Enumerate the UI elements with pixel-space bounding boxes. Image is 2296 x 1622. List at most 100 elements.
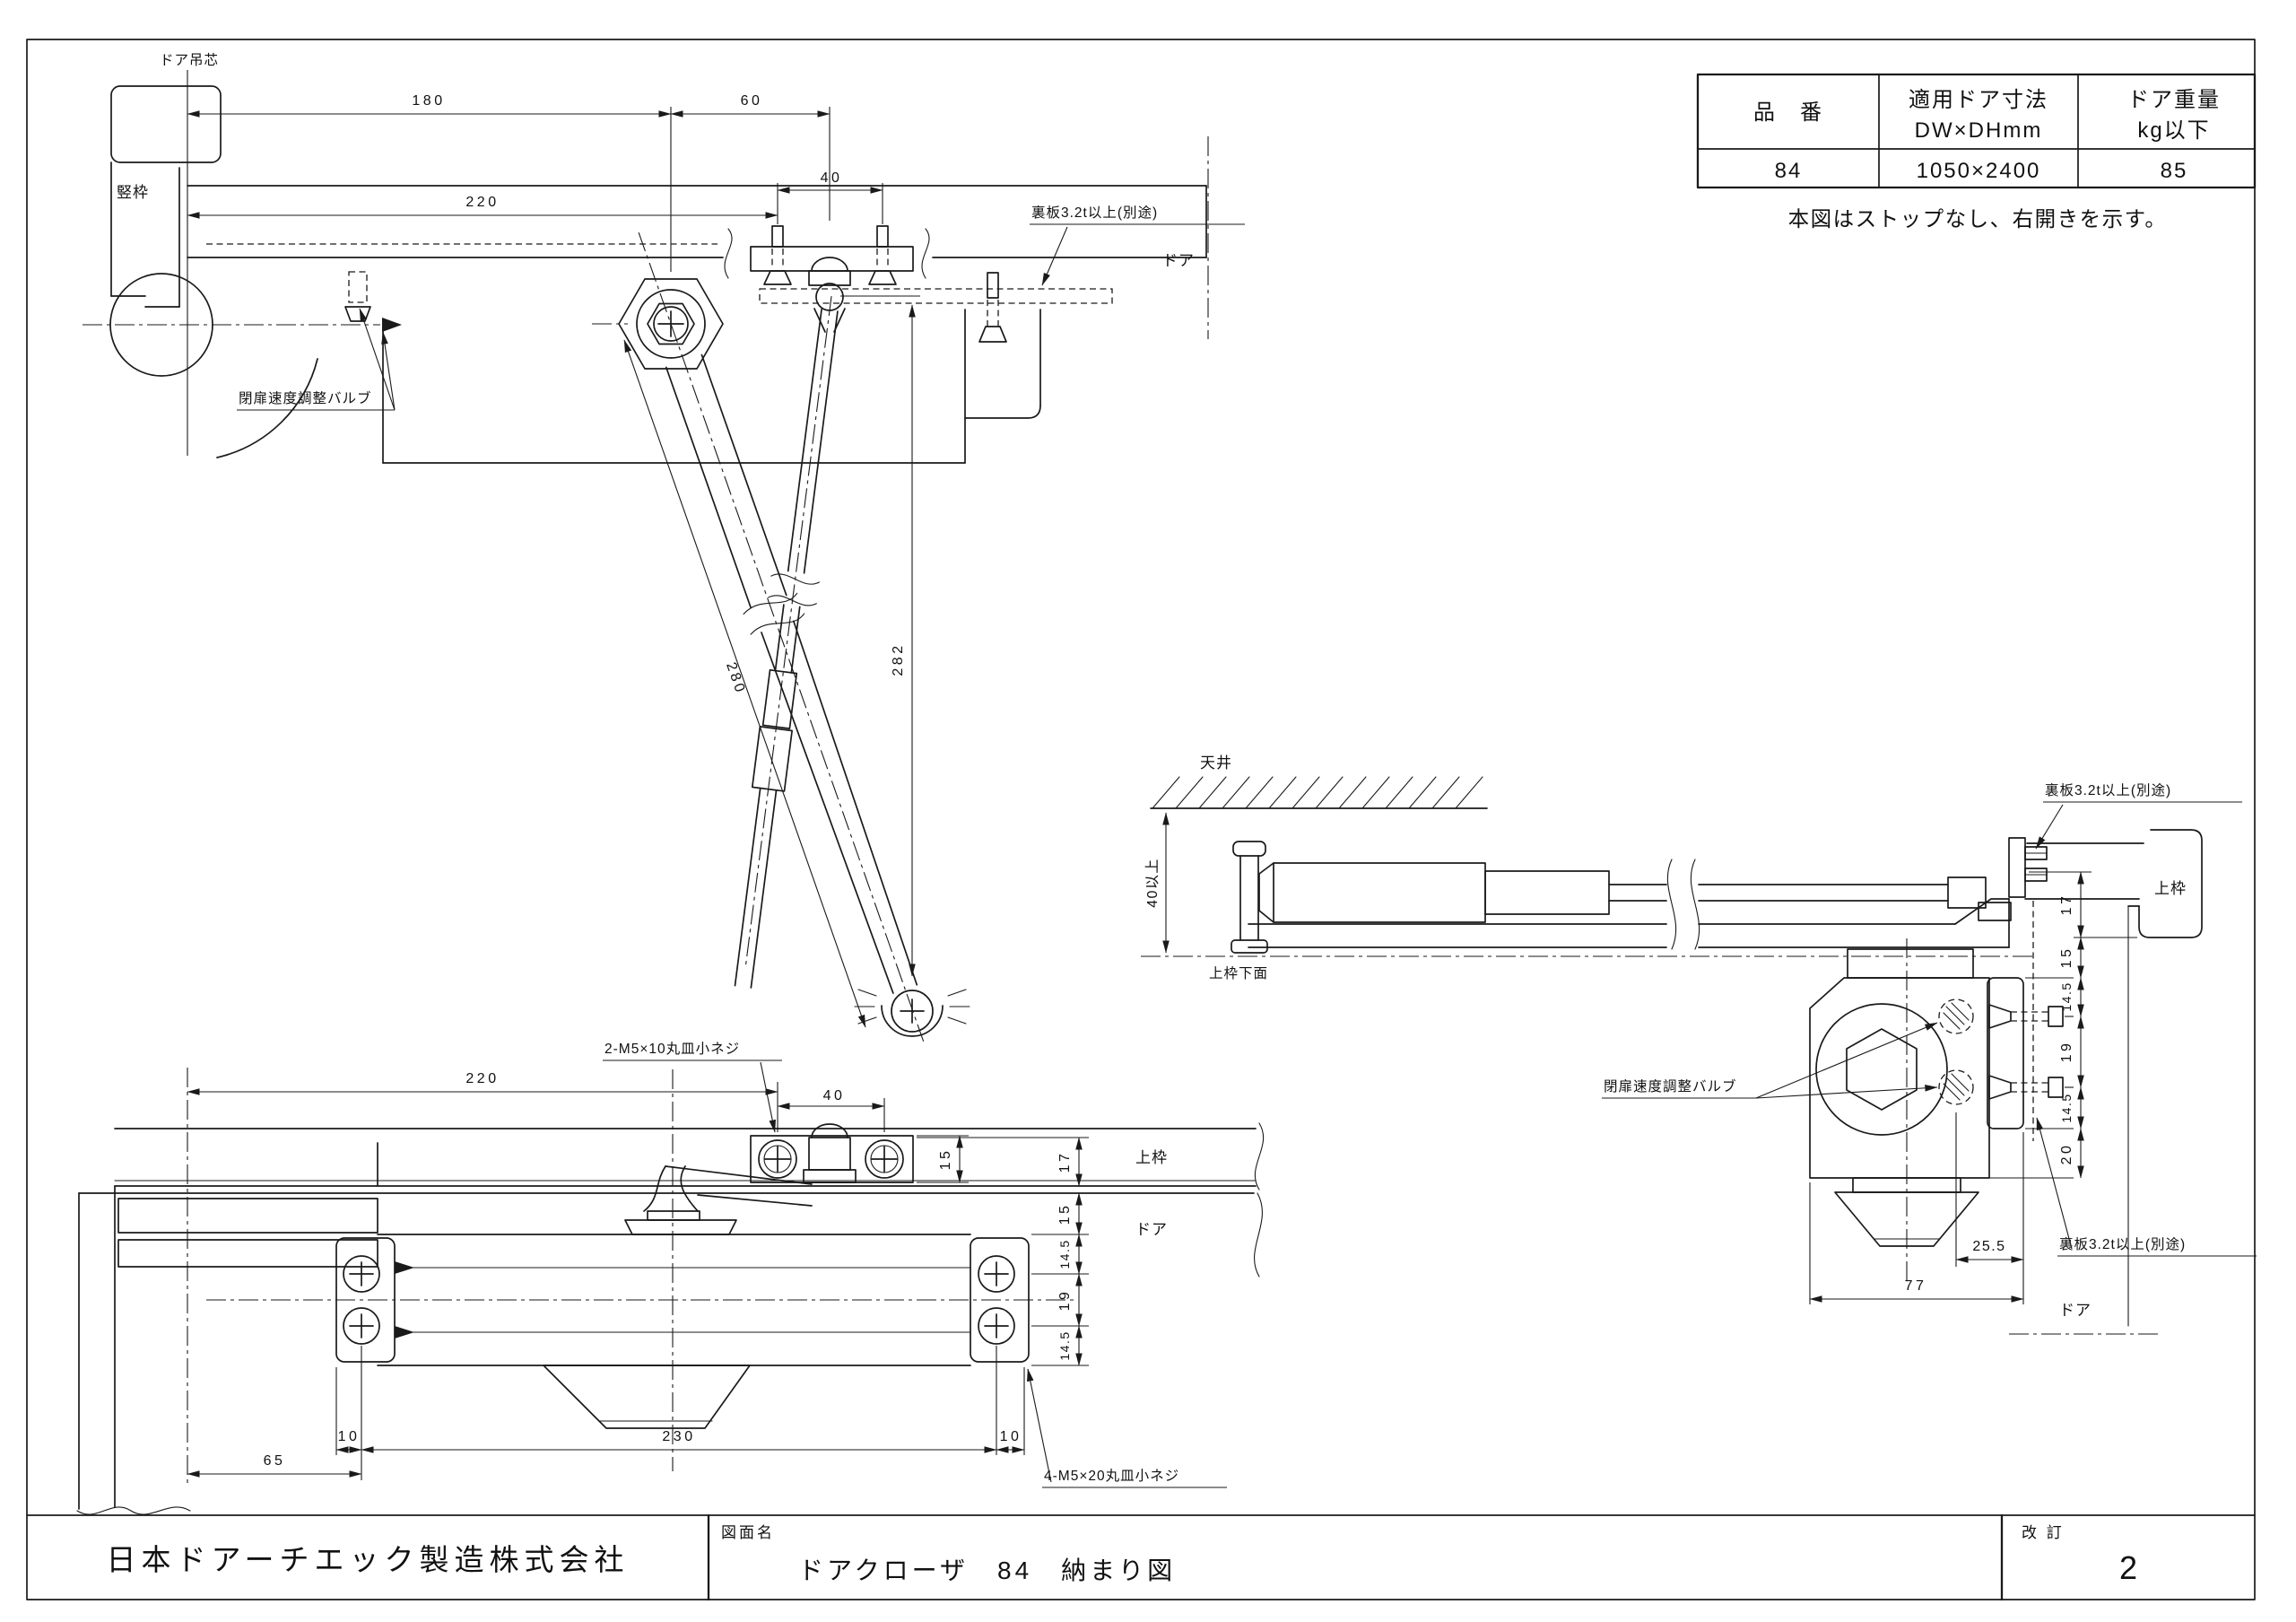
arm-side [1248, 898, 2012, 948]
dim-230: 230 [662, 1429, 695, 1444]
dim-14-5-a-side: 14.5 [2059, 981, 2074, 1011]
dim-10-left: 10 [338, 1429, 361, 1444]
dim-19-side: 19 [2059, 1041, 2074, 1063]
bracket-screw-right [868, 225, 897, 285]
dim-40: 40 [821, 170, 843, 186]
dim-280: 280 [723, 660, 748, 697]
hinge-center-label: ドア吊芯 [160, 52, 219, 68]
bracket-15-dim: 15 [917, 1135, 969, 1183]
wall-bracket-side [2008, 837, 2144, 898]
dim-14-5-b-front: 14.5 [1057, 1330, 1072, 1360]
top-frame-label-front: 上枠 [1135, 1149, 1168, 1166]
valve-top [1938, 998, 1974, 1034]
drawing-title: ドアクローザ 84 納まり図 [798, 1557, 1176, 1584]
svg-text:閉扉速度調整バルブ: 閉扉速度調整バルブ [1604, 1077, 1737, 1094]
svg-text:裏板3.2t以上(別途): 裏板3.2t以上(別途) [1031, 204, 1158, 221]
spindle-circle [1815, 1003, 1948, 1136]
table-header-door-size-2: DW×DHmm [1915, 118, 2043, 143]
front-view: 220 40 2-M5×10丸皿小ネジ 上枠 ドア [76, 1041, 1265, 1515]
table-header-door-size-1: 適用ドア寸法 [1909, 88, 2048, 112]
company-name: 日本ドアーチエック製造株式会社 [106, 1543, 629, 1576]
plan-view: ドア吊芯 竪枠 ドア [83, 52, 1245, 1042]
dim-60: 60 [741, 93, 763, 109]
dim-220-front: 220 [465, 1071, 499, 1086]
sheet-border [26, 39, 2256, 1600]
ceiling [1150, 776, 1488, 809]
closer-body-front [206, 1234, 1076, 1429]
door-front [76, 1185, 1263, 1515]
arm-front [624, 1069, 813, 1471]
door-ref-side: ドア [2009, 1302, 2161, 1335]
dim-40-min: 40以上 [1144, 858, 1161, 908]
valve-callout-plan: 閉扉速度調整バルブ [237, 308, 396, 411]
back-plate-callout-top: 裏板3.2t以上(別途) [2035, 781, 2242, 850]
front-top-dimensions: 220 40 [187, 1071, 885, 1132]
hex-socket [1846, 1028, 1918, 1111]
revision-value: 2 [2119, 1549, 2137, 1586]
bracket-screw-left [763, 225, 792, 285]
clearance-dim: 40以上 [1144, 812, 1170, 954]
screws-2-callout: 2-M5×10丸皿小ネジ [603, 1041, 782, 1133]
svg-text:裏板3.2t以上(別途): 裏板3.2t以上(別途) [2059, 1235, 2186, 1252]
dim-17-side: 17 [2059, 894, 2074, 916]
head-frame-front [114, 1122, 1265, 1190]
back-plate-hidden [759, 288, 1113, 304]
valve-callout-side: 閉扉速度調整バルブ [1602, 1022, 1938, 1099]
door-swing-arc [216, 358, 318, 458]
speed-valve-plan [344, 271, 402, 332]
revision-label: 改 訂 [2022, 1524, 2065, 1541]
dim-17-front: 17 [1057, 1151, 1073, 1173]
side-dim-chain: 17 15 14.5 19 14.5 20 [1962, 871, 2137, 1179]
closer-body-side [1258, 859, 1987, 950]
door-label-side: ドア [2059, 1302, 2092, 1319]
table-value-part-no: 84 [1775, 159, 1803, 183]
top-frame-label-side: 上枠 [2154, 880, 2187, 897]
svg-text:閉扉速度調整バルブ: 閉扉速度調整バルブ [239, 389, 372, 406]
top-bracket-plan [750, 225, 914, 333]
ceiling-label: 天井 [1200, 754, 1232, 772]
front-right-dim-chain: 17 15 14.5 19 14.5 [917, 1137, 1089, 1366]
bracket-pivot [815, 283, 844, 311]
svg-text:4-M5×20丸皿小ネジ: 4-M5×20丸皿小ネジ [1044, 1468, 1179, 1484]
door-screw [978, 272, 1007, 343]
side-bottom-dimensions: 25.5 77 [1809, 1112, 2024, 1304]
svg-text:裏板3.2t以上(別途): 裏板3.2t以上(別途) [2045, 781, 2171, 798]
dim-14-5-b-side: 14.5 [2059, 1093, 2074, 1122]
back-plate-callout-bottom: 裏板3.2t以上(別途) [2036, 1117, 2257, 1257]
dim-15-bracket: 15 [938, 1148, 953, 1171]
mount-plate-side [1987, 977, 2024, 1129]
dim-65: 65 [264, 1453, 286, 1469]
valve-cover [543, 1365, 751, 1429]
screws-4-callout: 4-M5×20丸皿小ネジ [1027, 1368, 1227, 1488]
top-bracket-front [750, 1123, 914, 1183]
door-plan-strip [187, 136, 1209, 339]
main-shaft-side [1231, 841, 1268, 954]
dim-20-side: 20 [2059, 1143, 2074, 1165]
jamb-label: 竪枠 [117, 184, 149, 201]
dim-40-front: 40 [823, 1088, 846, 1103]
frame-underside-label: 上枠下面 [1209, 965, 1268, 981]
back-plate-callout-plan: 裏板3.2t以上(別途) [1030, 204, 1245, 286]
title-block: 日本ドアーチエック製造株式会社 図面名 ドアクローザ 84 納まり図 改 訂 2 [26, 1513, 2256, 1601]
main-pivot [592, 278, 724, 370]
side-view: 天井 40以上 上枠下面 [1141, 754, 2257, 1335]
link-rod [734, 296, 839, 989]
svg-text:2-M5×10丸皿小ネジ: 2-M5×10丸皿小ネジ [604, 1041, 740, 1057]
front-bottom-dimensions: 10 230 10 65 [187, 1346, 1025, 1480]
plan-dimensions: 180 60 220 40 280 282 [187, 93, 920, 1028]
valve-bottom [1938, 1069, 1974, 1105]
dim-77: 77 [1905, 1278, 1927, 1294]
table-value-door-size: 1050×2400 [1917, 159, 2041, 183]
table-value-door-weight: 85 [2161, 159, 2188, 183]
end-plate-right [970, 1237, 1030, 1363]
closer-body-detail-side [1809, 938, 2064, 1283]
dim-19-front: 19 [1057, 1289, 1073, 1312]
dim-25-5: 25.5 [1972, 1239, 2005, 1254]
table-note: 本図はストップなし、右開きを示す。 [1788, 207, 2168, 231]
closer-body-plan [344, 271, 1041, 464]
dim-220: 220 [465, 195, 499, 210]
main-arm [638, 231, 925, 1042]
table-header-door-weight-2: kg以下 [2137, 118, 2210, 143]
spec-table: 品 番 適用ドア寸法 DW×DHmm ドア重量 kg以下 84 1050×240… [1696, 73, 2257, 231]
